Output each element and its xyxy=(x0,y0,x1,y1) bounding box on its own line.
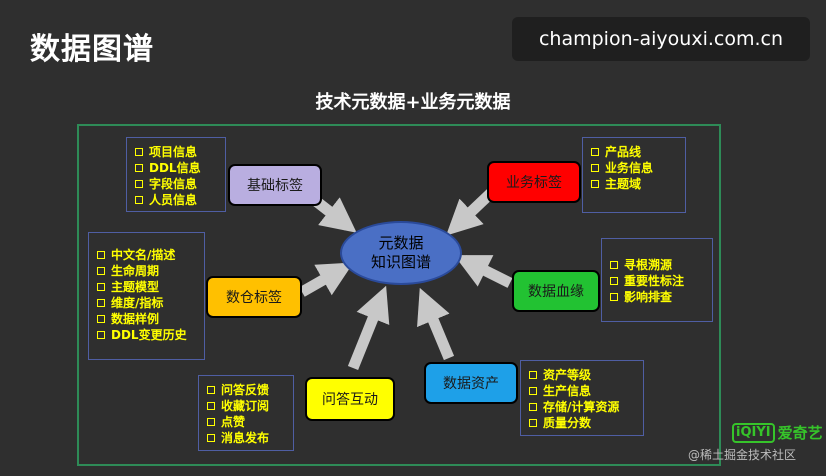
basic-tag-node: 基础标签 xyxy=(228,164,322,206)
arrow-lineage-to-center xyxy=(454,255,513,288)
list-item: 影响排查 xyxy=(610,289,712,305)
iqiyi-logo-text: 爱奇艺 xyxy=(777,424,823,442)
checkbox-bullet-icon xyxy=(529,403,537,411)
diagram-subtitle: 技术元数据+业务元数据 xyxy=(315,92,511,113)
list-item: 存储/计算资源 xyxy=(529,399,643,415)
list-item: 字段信息 xyxy=(135,176,225,192)
page-title: 数据图谱 xyxy=(30,32,154,67)
iqiyi-logo-mark: iQIYI xyxy=(732,422,775,443)
list-item: 生产信息 xyxy=(529,383,643,399)
arrow-warehouse-to-center xyxy=(299,262,354,297)
center-knowledge-graph-node: 元数据 知识图谱 xyxy=(340,221,462,285)
list-item: 数据样例 xyxy=(97,311,204,327)
list-item: 寻根溯源 xyxy=(610,257,712,273)
center-label-line2: 知识图谱 xyxy=(370,253,431,271)
checkbox-bullet-icon xyxy=(135,164,143,172)
checkbox-bullet-icon xyxy=(135,180,143,188)
checkbox-bullet-icon xyxy=(591,180,599,188)
list-item: 主题域 xyxy=(591,176,685,192)
site-watermark: champion-aiyouxi.com.cn xyxy=(512,17,810,61)
business-tag-list: 产品线 业务信息 主题域 xyxy=(582,137,686,213)
list-item: 维度/指标 xyxy=(97,295,204,311)
business-tag-node: 业务标签 xyxy=(487,161,581,203)
checkbox-bullet-icon xyxy=(97,283,105,291)
basic-tag-list: 项目信息 DDL信息 字段信息 人员信息 xyxy=(126,137,226,212)
list-item: 项目信息 xyxy=(135,144,225,160)
iqiyi-logo: iQIYI 爱奇艺 xyxy=(732,422,823,443)
checkbox-bullet-icon xyxy=(207,386,215,394)
list-item: 收藏订阅 xyxy=(207,398,293,414)
list-item: 业务信息 xyxy=(591,160,685,176)
assets-tag-list: 资产等级 生产信息 存储/计算资源 质量分数 xyxy=(520,360,644,436)
checkbox-bullet-icon xyxy=(610,261,618,269)
arrow-business-to-center xyxy=(446,188,496,236)
checkbox-bullet-icon xyxy=(135,148,143,156)
list-item: 消息发布 xyxy=(207,430,293,446)
warehouse-tag-node: 数仓标签 xyxy=(206,276,302,318)
checkbox-bullet-icon xyxy=(97,315,105,323)
checkbox-bullet-icon xyxy=(610,277,618,285)
list-item: 问答反馈 xyxy=(207,382,293,398)
checkbox-bullet-icon xyxy=(591,148,599,156)
checkbox-bullet-icon xyxy=(135,196,143,204)
list-item: 主题模型 xyxy=(97,279,204,295)
list-item: 质量分数 xyxy=(529,415,643,431)
diagram-frame xyxy=(77,124,721,466)
qa-tag-list: 问答反馈 收藏订阅 点赞 消息发布 xyxy=(198,375,294,451)
warehouse-tag-list: 中文名/描述 生命周期 主题模型 维度/指标 数据样例 DDL变更历史 xyxy=(88,232,205,360)
checkbox-bullet-icon xyxy=(529,387,537,395)
arrow-assets-to-center xyxy=(417,287,455,361)
list-item: 生命周期 xyxy=(97,263,204,279)
checkbox-bullet-icon xyxy=(97,267,105,275)
checkbox-bullet-icon xyxy=(97,251,105,259)
assets-tag-node: 数据资产 xyxy=(424,362,518,404)
center-label-line1: 元数据 xyxy=(378,234,424,252)
checkbox-bullet-icon xyxy=(207,434,215,442)
qa-tag-node: 问答互动 xyxy=(305,377,395,421)
arrow-qa-to-center xyxy=(347,285,390,371)
checkbox-bullet-icon xyxy=(529,419,537,427)
checkbox-bullet-icon xyxy=(207,402,215,410)
checkbox-bullet-icon xyxy=(591,164,599,172)
list-item: 资产等级 xyxy=(529,367,643,383)
checkbox-bullet-icon xyxy=(97,299,105,307)
list-item: DDL变更历史 xyxy=(97,327,204,343)
checkbox-bullet-icon xyxy=(207,418,215,426)
checkbox-bullet-icon xyxy=(97,331,105,339)
lineage-tag-node: 数据血缘 xyxy=(512,270,600,312)
checkbox-bullet-icon xyxy=(610,293,618,301)
list-item: 人员信息 xyxy=(135,192,225,208)
list-item: DDL信息 xyxy=(135,160,225,176)
list-item: 中文名/描述 xyxy=(97,247,204,263)
list-item: 点赞 xyxy=(207,414,293,430)
lineage-tag-list: 寻根溯源 重要性标注 影响排查 xyxy=(601,238,713,322)
list-item: 重要性标注 xyxy=(610,273,712,289)
list-item: 产品线 xyxy=(591,144,685,160)
juejin-watermark: @稀土掘金技术社区 xyxy=(688,448,797,462)
checkbox-bullet-icon xyxy=(529,371,537,379)
